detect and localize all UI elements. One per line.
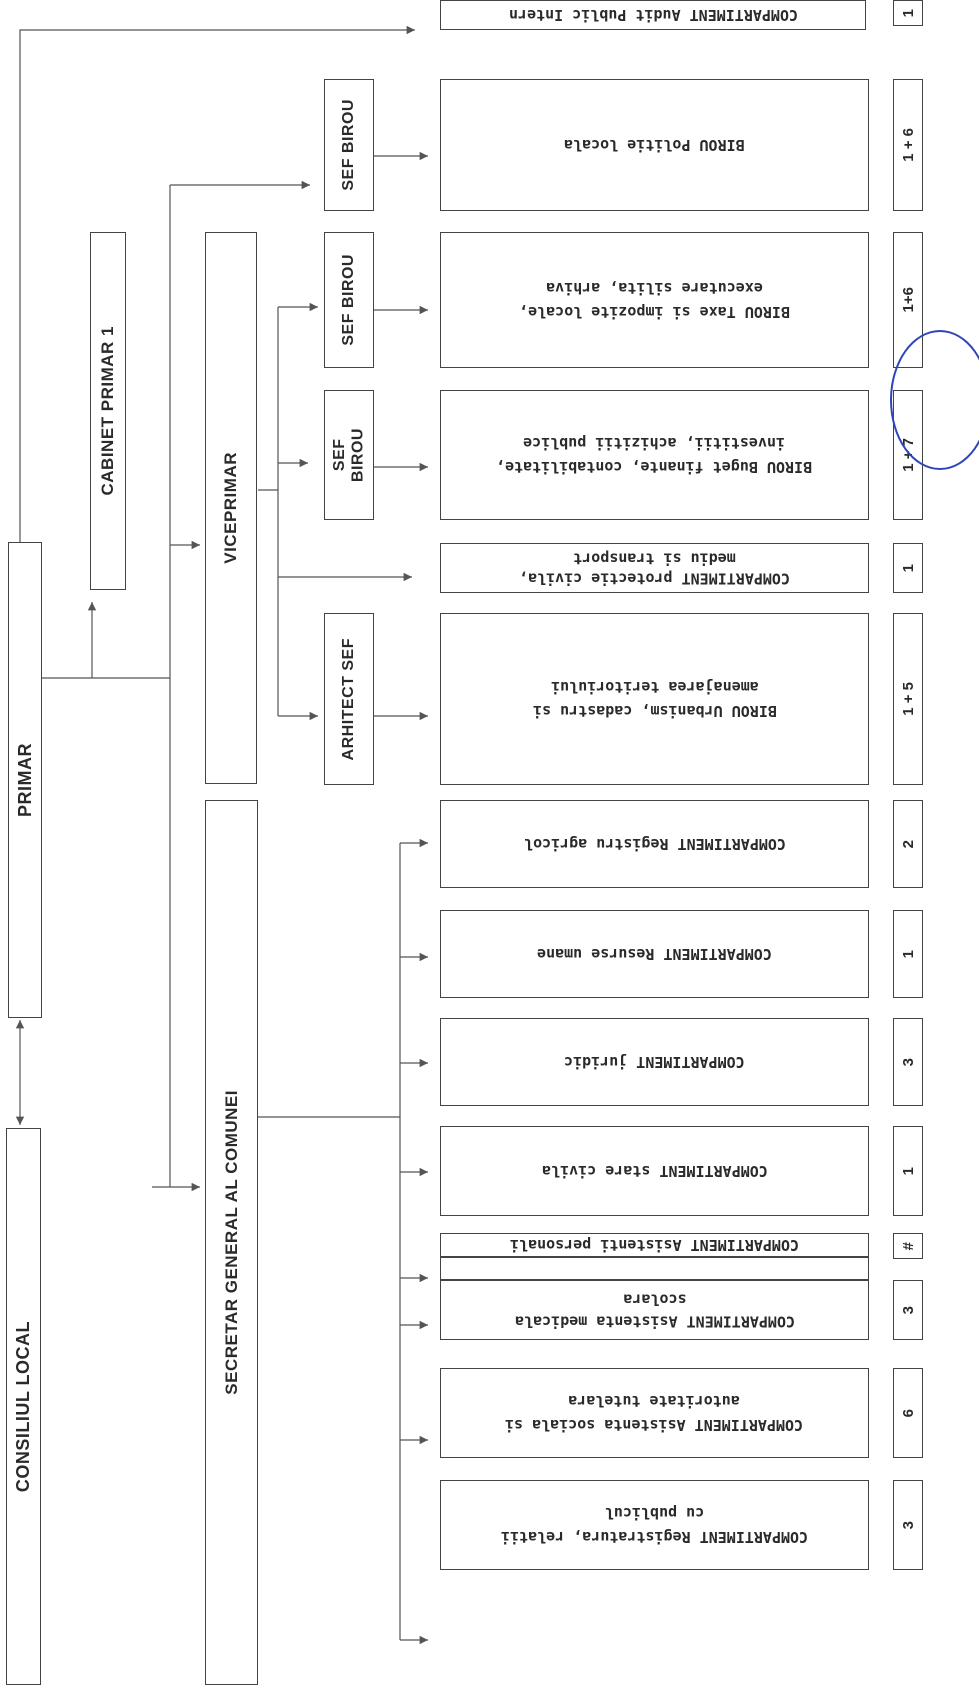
staff-count-asistenti-personali: # <box>893 1233 923 1259</box>
department-box-registru-agricol[interactable]: COMPARTIMENT Registru agricol <box>440 800 869 888</box>
department-box-protectie[interactable]: COMPARTIMENT protectie civila, mediu si … <box>440 543 869 593</box>
department-box-asistenta-medicala[interactable]: COMPARTIMENT Asistenta medicala scolara <box>440 1280 869 1340</box>
department-box-spacer <box>440 1257 869 1280</box>
sef-birou-buget-box[interactable]: SEF BIROU <box>324 390 374 520</box>
viceprimar-box[interactable]: VICEPRIMAR <box>205 232 257 784</box>
department-box-audit[interactable]: COMPARTIMENT Audit Public Intern <box>440 0 866 30</box>
secretar-general-box[interactable]: SECRETAR GENERAL AL COMUNEI <box>205 800 258 1685</box>
department-box-asistenti-personali[interactable]: COMPARTIMENT Asistenti personali <box>440 1233 869 1257</box>
department-box-buget[interactable]: BIROU Buget finante, contabilitate, inve… <box>440 390 869 520</box>
sef-birou-buget-label: SEF BIROU <box>331 428 368 482</box>
official-stamp <box>890 330 979 470</box>
department-text: COMPARTIMENT Asistenti personali <box>510 1236 799 1254</box>
staff-count-registru-agricol: 2 <box>893 800 923 888</box>
department-text: COMPARTIMENT Audit Public Intern <box>508 6 798 24</box>
cabinet-primar-label: CABINET PRIMAR 1 <box>98 326 118 496</box>
department-text: COMPARTIMENT Asistenta medicala scolara <box>514 1291 795 1331</box>
cabinet-primar-box[interactable]: CABINET PRIMAR 1 <box>90 232 126 590</box>
sef-birou-buget-line1: SEF <box>330 438 348 472</box>
sef-birou-politie-label: SEF BIROU <box>339 99 357 191</box>
arhitect-sef-box[interactable]: ARHITECT SEF <box>324 613 374 785</box>
staff-count-stare-civila: 1 <box>893 1126 923 1216</box>
sef-birou-buget-line2: BIROU <box>349 427 366 483</box>
primar-label: PRIMAR <box>14 743 35 817</box>
staff-count-resurse-umane: 1 <box>893 910 923 998</box>
staff-count-registratura: 3 <box>893 1480 923 1570</box>
department-box-resurse-umane[interactable]: COMPARTIMENT Resurse umane <box>440 910 869 998</box>
staff-count-politie: 1 + 6 <box>893 79 923 211</box>
department-box-politie[interactable]: BIROU Politie locala <box>440 79 869 211</box>
department-box-stare-civila[interactable]: COMPARTIMENT stare civila <box>440 1126 869 1216</box>
viceprimar-label: VICEPRIMAR <box>221 452 241 564</box>
department-text: COMPARTIMENT Asistenta sociala si autori… <box>505 1392 804 1434</box>
department-box-juridic[interactable]: COMPARTIMENT juridic <box>440 1018 869 1106</box>
department-text: COMPARTIMENT Registru agricol <box>523 835 786 853</box>
department-text: COMPARTIMENT juridic <box>564 1053 745 1071</box>
primar-box[interactable]: PRIMAR <box>8 542 42 1018</box>
department-text: COMPARTIMENT Registratura, relatii cu pu… <box>500 1504 809 1546</box>
department-text: COMPARTIMENT protectie civila, mediu si … <box>519 549 790 588</box>
department-box-registratura[interactable]: COMPARTIMENT Registratura, relatii cu pu… <box>440 1480 869 1570</box>
department-text: BIROU Politie locala <box>564 136 745 154</box>
staff-count-asistenta-sociala: 6 <box>893 1368 923 1458</box>
department-text: BIROU Buget finante, contabilitate, inve… <box>496 434 813 476</box>
staff-count-asistenta-medicala: 3 <box>893 1280 923 1340</box>
staff-count-juridic: 3 <box>893 1018 923 1106</box>
department-box-asistenta-sociala[interactable]: COMPARTIMENT Asistenta sociala si autori… <box>440 1368 869 1458</box>
staff-count-urbanism: 1 + 5 <box>893 613 923 785</box>
department-text: COMPARTIMENT stare civila <box>541 1162 768 1180</box>
staff-count-protectie: 1 <box>893 543 923 593</box>
consiliul-local-box[interactable]: CONSILIUL LOCAL <box>6 1128 41 1685</box>
department-box-urbanism[interactable]: BIROU Urbanism, cadastru si amenajarea t… <box>440 613 869 785</box>
secretar-general-label: SECRETAR GENERAL AL COMUNEI <box>221 1090 241 1395</box>
consiliul-local-label: CONSILIUL LOCAL <box>13 1320 34 1493</box>
staff-count-audit: 1 <box>893 0 923 26</box>
department-text: COMPARTIMENT Resurse umane <box>537 945 772 963</box>
department-box-taxe[interactable]: BIROU Taxe si impozite locale, executare… <box>440 232 869 368</box>
sef-birou-politie-box[interactable]: SEF BIROU <box>324 79 374 211</box>
department-text: BIROU Urbanism, cadastru si amenajarea t… <box>532 678 777 720</box>
sef-birou-taxe-box[interactable]: SEF BIROU <box>324 232 374 368</box>
department-text: BIROU Taxe si impozite locale, executare… <box>519 279 790 321</box>
arhitect-sef-label: ARHITECT SEF <box>339 637 357 761</box>
sef-birou-taxe-label: SEF BIROU <box>339 254 357 346</box>
